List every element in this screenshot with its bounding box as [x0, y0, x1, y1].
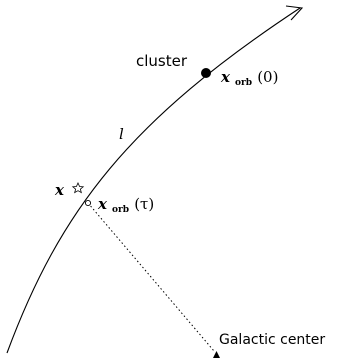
galactic-center-triangle-icon: [213, 351, 220, 358]
cluster-marker-icon: [201, 68, 211, 78]
x-orb-symbol-tau: x: [97, 195, 108, 213]
orb-subscript: orb: [235, 78, 252, 88]
star-icon: [71, 182, 85, 194]
path-length-label: l: [119, 125, 124, 143]
orb-subscript-tau: orb: [112, 205, 129, 215]
arg-zero: (0): [257, 68, 278, 86]
x-position-label: x: [54, 181, 65, 199]
x-orb-zero-label: x orb (0): [220, 67, 278, 89]
orbit-curve: [6, 7, 301, 354]
x-orb-symbol: x: [220, 68, 231, 86]
orbit-direction-arrow: [285, 5, 304, 21]
galactic-center-label: Galactic center: [219, 332, 325, 348]
line-to-galactic-center: [87, 202, 215, 352]
orbit-point-marker-icon: [84, 199, 92, 207]
x-orb-tau-label: x orb (τ): [97, 194, 154, 216]
cluster-label: cluster: [136, 52, 188, 70]
arg-tau: (τ): [134, 195, 154, 213]
